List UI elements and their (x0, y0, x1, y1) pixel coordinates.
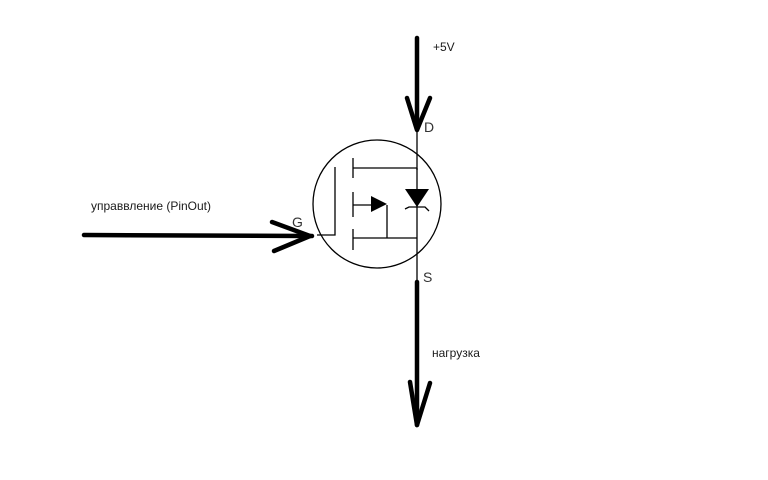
supply-label: +5V (433, 40, 455, 54)
mosfet-body-circle (312, 139, 442, 269)
load-label: нагрузка (432, 346, 480, 360)
supply-arrow (404, 35, 433, 133)
load-arrow (407, 279, 433, 428)
drain-label: D (424, 119, 434, 135)
control-arrow (81, 219, 315, 254)
channel-arrow-icon (371, 196, 387, 212)
control-label: управвление (PinOut) (91, 199, 211, 213)
body-diode-icon (404, 189, 430, 212)
source-label: S (423, 269, 432, 285)
gate-symbol (317, 167, 336, 236)
gate-label: G (292, 214, 303, 230)
